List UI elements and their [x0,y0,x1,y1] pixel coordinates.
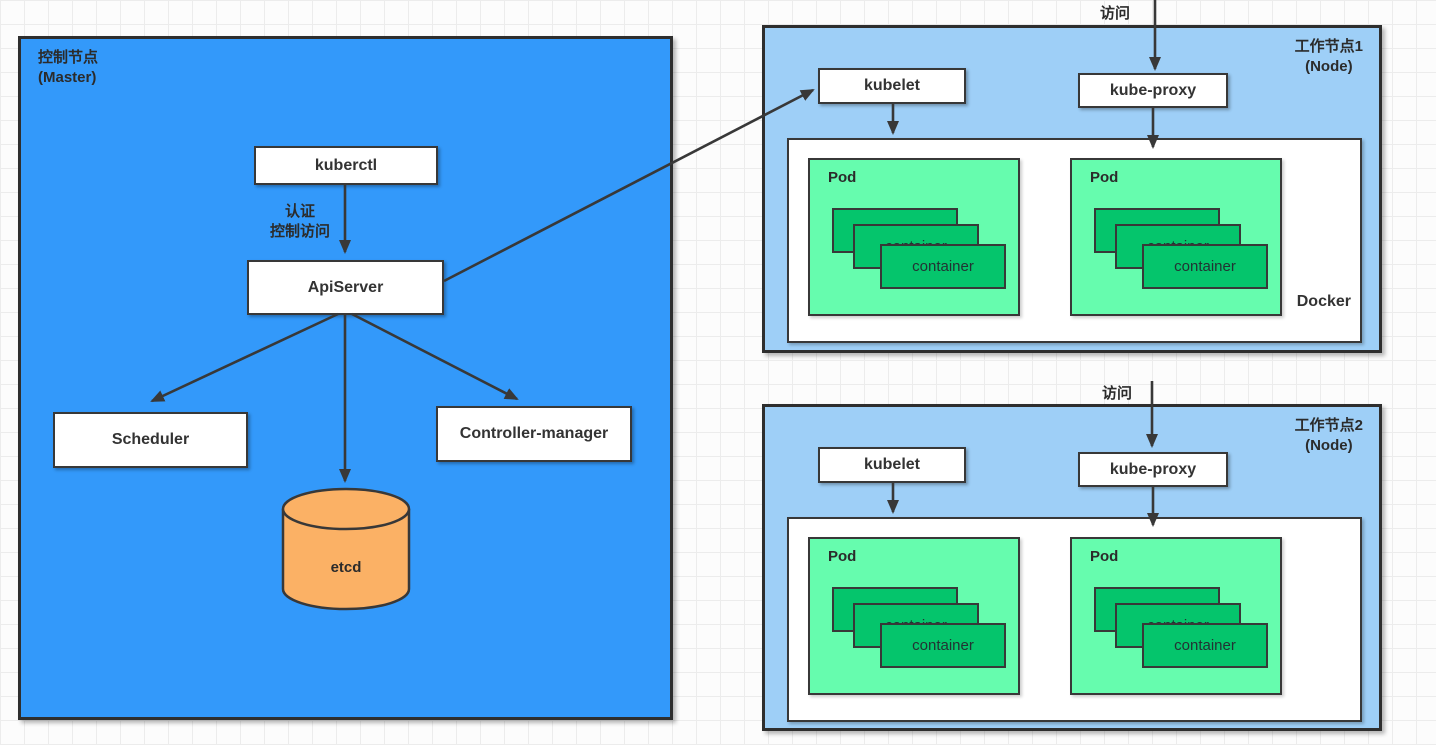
master-node-box: 控制节点 (Master) kuberctl 认证 控制访问 ApiServer… [18,36,673,720]
controller-manager-box: Controller-manager [436,406,632,462]
node1-kubelet-box: kubelet [818,68,966,104]
pod-label: Pod [828,548,857,565]
auth-access-label: 认证 控制访问 [250,202,350,242]
apiserver-box: ApiServer [247,260,444,315]
master-title-line1: 控制节点 [38,49,99,66]
kuberctl-box: kuberctl [254,146,438,185]
pod-label: Pod [828,169,857,186]
node2-kubelet-box: kubelet [818,447,966,483]
master-title: 控制节点 (Master) [38,48,98,88]
container-box: container [1142,244,1268,289]
node1-access-label: 访问 [1100,5,1131,22]
etcd-label: etcd [330,559,362,576]
master-title-line2: (Master) [38,69,97,86]
container-box: container [880,244,1006,289]
node1-docker-box: Pod container container container Pod co… [787,138,1362,343]
worker-node-2-title: 工作节点2 (Node) [1295,416,1363,456]
scheduler-box: Scheduler [53,412,248,468]
node1-pod-1: Pod container container container [808,158,1020,316]
node2-kube-proxy-box: kube-proxy [1078,452,1228,487]
auth-label-line1: 认证 [284,203,315,220]
worker-node-1-box: 工作节点1 (Node) kubelet kube-proxy Pod cont… [762,25,1382,353]
container-box: container [1142,623,1268,668]
worker-node-2-title-line1: 工作节点2 [1294,417,1363,434]
node2-docker-box: Pod container container container Pod co… [787,517,1362,722]
pod-label: Pod [1090,169,1119,186]
node2-pod-1: Pod container container container [808,537,1020,695]
node1-kube-proxy-box: kube-proxy [1078,73,1228,108]
worker-node-1-title: 工作节点1 (Node) [1295,37,1363,77]
node2-pod-2: Pod container container container [1070,537,1282,695]
node2-access-label: 访问 [1102,385,1133,402]
node1-pod-2: Pod container container container [1070,158,1282,316]
etcd-cylinder: etcd [281,487,411,613]
etcd-cylinder-shape [281,487,411,611]
worker-node-1-title-line2: (Node) [1305,58,1353,75]
pod-label: Pod [1090,548,1119,565]
worker-node-2-box: 工作节点2 (Node) kubelet kube-proxy Pod cont… [762,404,1382,731]
docker-label: Docker [1296,293,1351,310]
auth-label-line2: 控制访问 [269,223,330,240]
container-box: container [880,623,1006,668]
worker-node-1-title-line1: 工作节点1 [1294,38,1363,55]
worker-node-2-title-line2: (Node) [1305,437,1353,454]
